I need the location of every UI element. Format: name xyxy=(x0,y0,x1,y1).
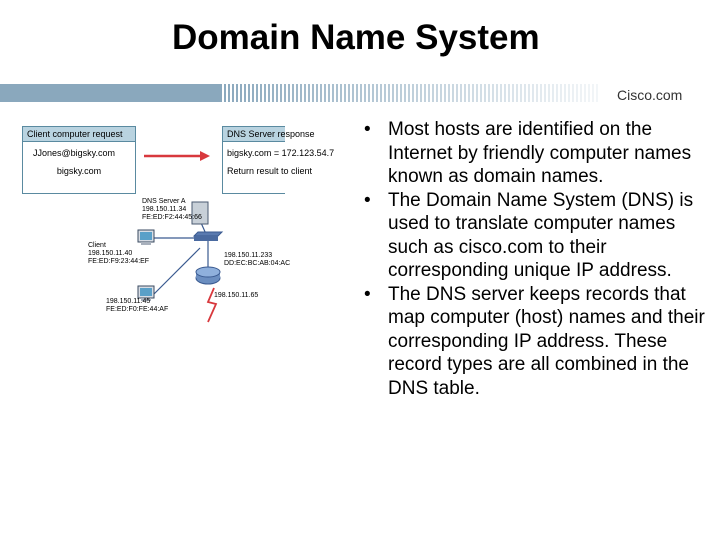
host-bottom-label: 198.150.11.45 FE:ED:F0:FE:44:AF xyxy=(106,298,178,314)
router-label: 198.150.11.65 xyxy=(214,292,258,300)
host-right-mac: DD:EC:BC:AB:04:AC xyxy=(224,260,291,267)
client-screen xyxy=(140,232,152,240)
client-request-query: JJones@bigsky.com xyxy=(33,148,115,158)
client-label: Client 198.150.11.40 FE:ED:F9:23:44:EF xyxy=(88,242,149,266)
dns-response-header: DNS Server response xyxy=(223,127,315,142)
server-mac: FE:ED:F2:44:45:66 xyxy=(142,214,202,221)
router-ip: 198.150.11.65 xyxy=(214,292,259,299)
bullet-list: •Most hosts are identified on the Intern… xyxy=(362,118,712,400)
header-bar-fade xyxy=(220,84,600,102)
diagram-lines xyxy=(81,151,224,323)
bullet-item: •Most hosts are identified on the Intern… xyxy=(364,119,692,187)
hub-front xyxy=(194,236,218,241)
cisco-logo: Cisco.com xyxy=(617,87,683,103)
host-right-ip: 198.150.11.233 xyxy=(224,252,273,259)
header-bar xyxy=(0,84,720,102)
dns-diagram: Client computer request JJones@bigsky.co… xyxy=(22,120,335,330)
wan-link-icon xyxy=(206,287,218,323)
bullet-text: The Domain Name System (DNS) is used to … xyxy=(388,189,694,282)
client-name: Client xyxy=(88,242,106,249)
server-icon xyxy=(191,201,209,225)
client-base xyxy=(141,242,151,245)
dns-response-box: DNS Server response bigsky.com = 172.123… xyxy=(222,126,335,194)
client-request-header: Client computer request xyxy=(23,127,135,142)
host-bottom-ip: 198.150.11.45 xyxy=(106,298,151,305)
router-top xyxy=(195,266,221,278)
bullet-text: The DNS server keeps records that map co… xyxy=(388,283,705,399)
client-mac: FE:ED:F9:23:44:EF xyxy=(88,258,150,265)
request-arrow-head xyxy=(200,151,210,161)
client-request-result: bigsky.com xyxy=(56,166,102,176)
link-host-hub xyxy=(151,247,201,297)
host-right-label: 198.150.11.233 DD:EC:BC:AB:04:AC xyxy=(224,252,291,268)
bullet-item: •The Domain Name System (DNS) is used to… xyxy=(364,189,694,282)
host-screen xyxy=(140,288,152,296)
dns-response-action: Return result to client xyxy=(227,166,313,176)
server-name: DNS Server A xyxy=(142,198,186,205)
client-ip: 198.150.11.40 xyxy=(88,250,133,257)
host-bottom-mac: FE:ED:F0:FE:44:AF xyxy=(106,306,169,313)
host-base xyxy=(141,298,151,301)
dns-response-answer: bigsky.com = 172.123.54.7 xyxy=(227,148,335,158)
server-ip: 198.150.11.34 xyxy=(142,206,187,213)
hub-icon xyxy=(192,231,224,237)
slide-title: Domain Name System xyxy=(172,18,540,57)
server-label: DNS Server A 198.150.11.34 FE:ED:F2:44:4… xyxy=(142,198,202,222)
bullet-item: •The DNS server keeps records that map c… xyxy=(364,283,705,399)
client-request-box: Client computer request JJones@bigsky.co… xyxy=(22,126,136,194)
bullet-text: Most hosts are identified on the Interne… xyxy=(388,119,692,187)
header-bar-solid xyxy=(0,84,220,102)
